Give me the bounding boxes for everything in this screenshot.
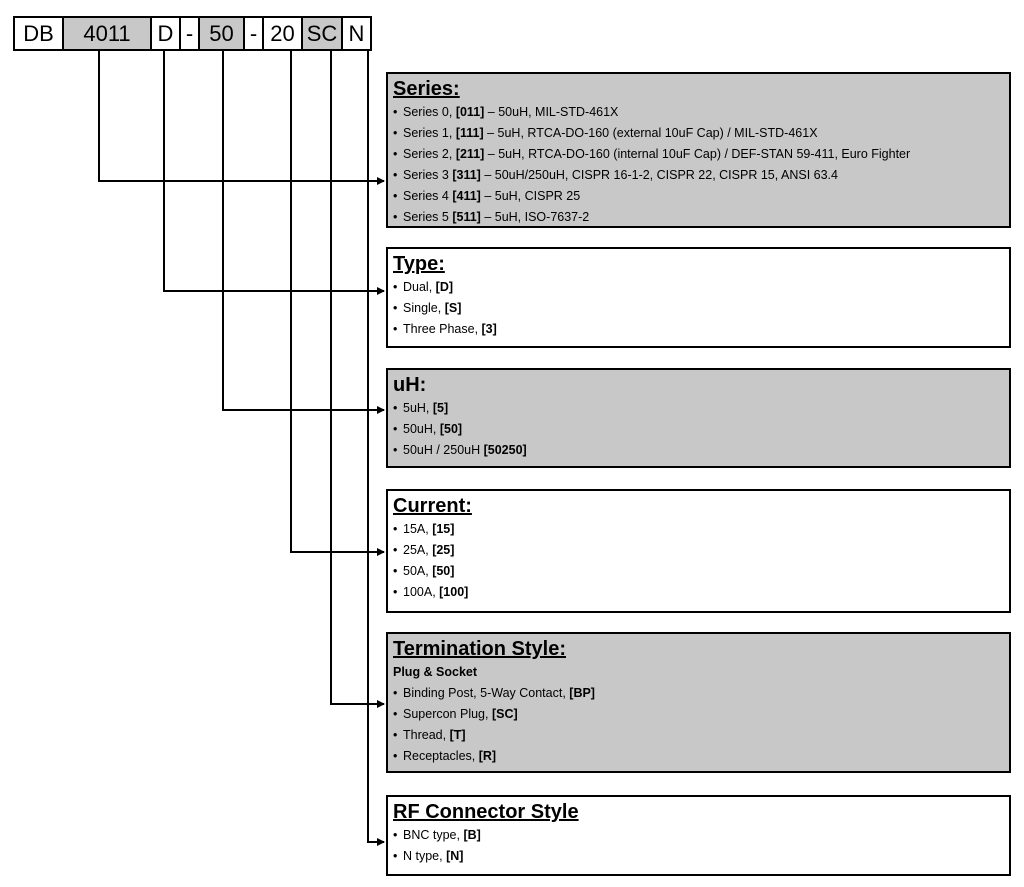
current-title: Current:: [393, 495, 472, 517]
code-segment-termination: SC: [301, 16, 343, 51]
uh-box: uH: •5uH, [5] •50uH, [50] •50uH / 250uH …: [386, 368, 1011, 468]
code-segment-rf-connector: N: [341, 16, 372, 51]
list-item: •100A, [100]: [393, 585, 469, 599]
connector-current: [290, 50, 385, 556]
list-item: •5uH, [5]: [393, 401, 449, 415]
list-item: •50A, [50]: [393, 564, 455, 578]
list-item: •Series 4 [411] – 5uH, CISPR 25: [393, 189, 581, 203]
list-item: •Series 1, [111] – 5uH, RTCA-DO-160 (ext…: [393, 126, 818, 140]
connector-uh: [222, 50, 385, 414]
list-item: •BNC type, [B]: [393, 828, 481, 842]
list-item: •Series 0, [011] – 50uH, MIL-STD-461X: [393, 105, 619, 119]
list-item: •N type, [N]: [393, 849, 464, 863]
list-item: •Dual, [D]: [393, 280, 454, 294]
connector-type: [163, 50, 385, 295]
connector-rf: [367, 50, 385, 846]
list-item: •Thread, [T]: [393, 728, 466, 742]
code-segment-current: 20: [262, 16, 303, 51]
type-box: Type: •Dual, [D] •Single, [S] •Three Pha…: [386, 247, 1011, 348]
list-item: •Series 3 [311] – 50uH/250uH, CISPR 16-1…: [393, 168, 838, 182]
series-box: Series: •Series 0, [011] – 50uH, MIL-STD…: [386, 72, 1011, 228]
list-item: •Supercon Plug, [SC]: [393, 707, 518, 721]
series-title: Series:: [393, 78, 460, 100]
type-title: Type:: [393, 253, 445, 275]
list-item: •Three Phase, [3]: [393, 322, 497, 336]
rf-connector-box: RF Connector Style •BNC type, [B] •N typ…: [386, 795, 1011, 876]
list-item: •Series 5 [511] – 5uH, ISO-7637-2: [393, 210, 590, 224]
list-item: •25A, [25]: [393, 543, 455, 557]
uh-title: uH:: [393, 374, 427, 396]
list-item: •Binding Post, 5-Way Contact, [BP]: [393, 686, 595, 700]
termination-box: Termination Style: Plug & Socket •Bindin…: [386, 632, 1011, 773]
connector-termination: [330, 50, 385, 708]
rf-connector-title: RF Connector Style: [393, 801, 579, 823]
list-item: •Series 2, [211] – 5uH, RTCA-DO-160 (int…: [393, 147, 911, 161]
code-segment-uh: 50: [198, 16, 245, 51]
code-segment-series: 4011: [62, 16, 152, 51]
list-item: •Single, [S]: [393, 301, 462, 315]
part-number-code: DB 4011 D - 50 - 20 SC N: [13, 16, 372, 51]
termination-title: Termination Style:: [393, 638, 566, 660]
connector-series: [98, 50, 385, 185]
termination-subheading: Plug & Socket: [393, 665, 478, 679]
code-segment-prefix: DB: [13, 16, 64, 51]
list-item: •15A, [15]: [393, 522, 455, 536]
current-box: Current: •15A, [15] •25A, [25] •50A, [50…: [386, 489, 1011, 613]
list-item: •50uH, [50]: [393, 422, 463, 436]
list-item: •Receptacles, [R]: [393, 749, 497, 763]
list-item: •50uH / 250uH [50250]: [393, 443, 527, 457]
